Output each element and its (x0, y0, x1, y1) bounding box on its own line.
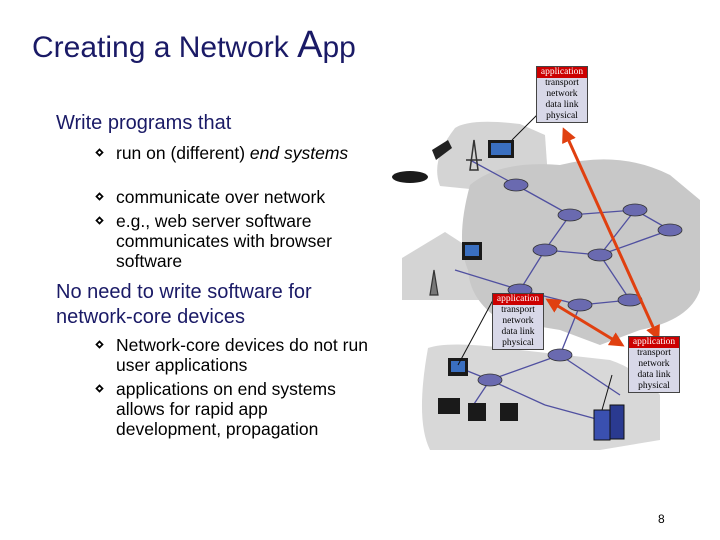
stack-layer-physical: physical (546, 111, 578, 121)
title-tail: pp (322, 31, 356, 64)
bullet-run-on: run on (different) end systems (95, 143, 356, 163)
router-icon (547, 348, 573, 362)
stack-layer-network: network (502, 316, 534, 326)
title-big-letter: A (297, 24, 323, 66)
stack-layer-application: application (493, 294, 543, 305)
router-icon (657, 223, 683, 237)
cellphone-icon (432, 140, 452, 160)
router-icon (503, 178, 529, 192)
stack-layer-network: network (638, 359, 670, 369)
stack-layer-data-link: data link (545, 100, 579, 110)
stack-layer-physical: physical (502, 338, 534, 348)
stack-layer-physical: physical (638, 381, 670, 391)
communication-arrows (545, 127, 660, 347)
desktop-screen-icon (451, 361, 465, 372)
protocol-stack-top: application transport network data link … (536, 66, 588, 123)
router-icon (557, 208, 583, 222)
title-main: Creating a Network (32, 31, 298, 64)
bullet-example: e.g., web server software communicates w… (95, 211, 366, 271)
bullet-core-devices: Network-core devices do not run user app… (95, 335, 376, 375)
home-devices (429, 242, 482, 296)
desktop-screen-icon (465, 245, 479, 256)
protocol-stack-right: application transport network data link … (628, 336, 680, 393)
stack-layer-data-link: data link (637, 370, 671, 380)
cell-tower-icon (466, 139, 482, 171)
desktop-icon (500, 403, 518, 421)
car-icon (392, 171, 428, 183)
home-tower-icon (429, 269, 439, 296)
heading-no-need: No need to write software for network-co… (56, 281, 312, 328)
arrow-top-to-right (562, 127, 660, 341)
enterprise-devices (438, 358, 625, 441)
stack-layer-data-link: data link (501, 327, 535, 337)
stack-layer-transport: transport (501, 305, 535, 315)
pointer-lines (457, 111, 613, 411)
router-icon (622, 203, 648, 217)
page-number: 8 (658, 512, 665, 526)
router-icon (532, 243, 558, 257)
mobile-devices (392, 139, 514, 183)
laptop-icon (438, 398, 460, 414)
slide-title: Creating a Network App (32, 24, 356, 67)
router-icon (567, 298, 593, 312)
desktop-icon (468, 403, 486, 421)
server-icon (609, 404, 625, 440)
stack-layer-application: application (537, 67, 587, 78)
stack-layer-application: application (629, 337, 679, 348)
bullet-rapid-development: applications on end systems allows for r… (95, 379, 376, 439)
router-icon (587, 248, 613, 262)
stack-layer-transport: transport (545, 78, 579, 88)
heading-write-programs: Write programs that (56, 112, 232, 134)
bullet-communicate: communicate over network (95, 187, 356, 207)
laptop-screen-icon (491, 143, 511, 155)
stack-layer-transport: transport (637, 348, 671, 358)
arrow-middle-to-right (545, 298, 625, 347)
router-icon (477, 373, 503, 387)
server-icon (593, 409, 611, 441)
stack-layer-network: network (546, 89, 578, 99)
protocol-stack-middle: application transport network data link … (492, 293, 544, 350)
